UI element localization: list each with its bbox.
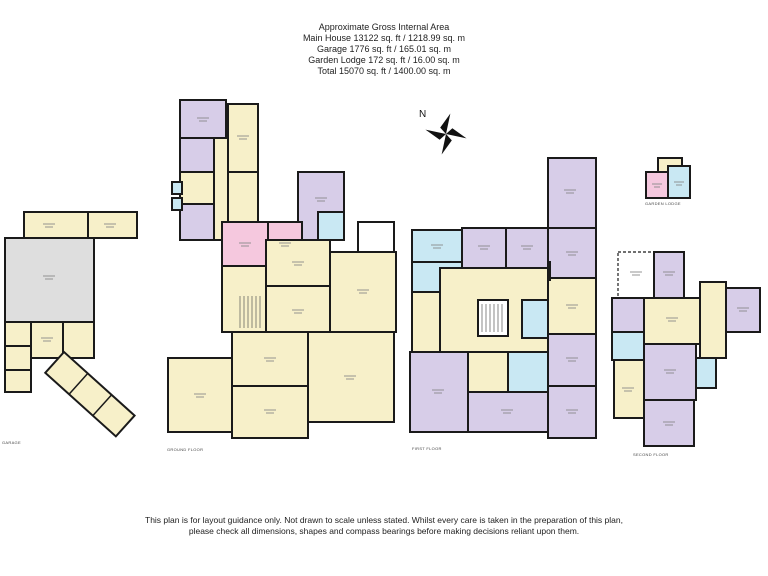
area-garden-lodge: Garden Lodge 172 sq. ft / 16.00 sq. m bbox=[308, 55, 460, 65]
plan-ground-floor bbox=[167, 99, 397, 439]
disclaimer: This plan is for layout guidance only. N… bbox=[0, 515, 768, 537]
area-summary-title: Approximate Gross Internal Area bbox=[318, 22, 450, 32]
plan-first-floor bbox=[409, 157, 597, 439]
plan-second-floor bbox=[611, 251, 761, 447]
area-summary: Approximate Gross Internal Area Main Hou… bbox=[0, 22, 768, 77]
plan-garden-lodge bbox=[645, 157, 691, 199]
caption-first-floor: FIRST FLOOR bbox=[412, 446, 442, 451]
caption-second-floor: SECOND FLOOR bbox=[633, 452, 669, 457]
caption-garage: GARAGE bbox=[2, 440, 21, 445]
disclaimer-line-2: please check all dimensions, shapes and … bbox=[188, 526, 580, 536]
compass-rose-icon bbox=[425, 113, 467, 155]
plan-garage bbox=[4, 211, 138, 438]
area-total: Total 15070 sq. ft / 1400.00 sq. m bbox=[317, 66, 451, 76]
caption-ground-floor: GROUND FLOOR bbox=[167, 447, 204, 452]
disclaimer-line-1: This plan is for layout guidance only. N… bbox=[145, 515, 623, 525]
caption-garden-lodge: GARDEN LODGE bbox=[645, 201, 681, 206]
area-main-house: Main House 13122 sq. ft / 1218.99 sq. m bbox=[302, 33, 466, 43]
compass-north-label: N bbox=[419, 109, 427, 120]
area-garage: Garage 1776 sq. ft / 165.01 sq. m bbox=[316, 44, 452, 54]
